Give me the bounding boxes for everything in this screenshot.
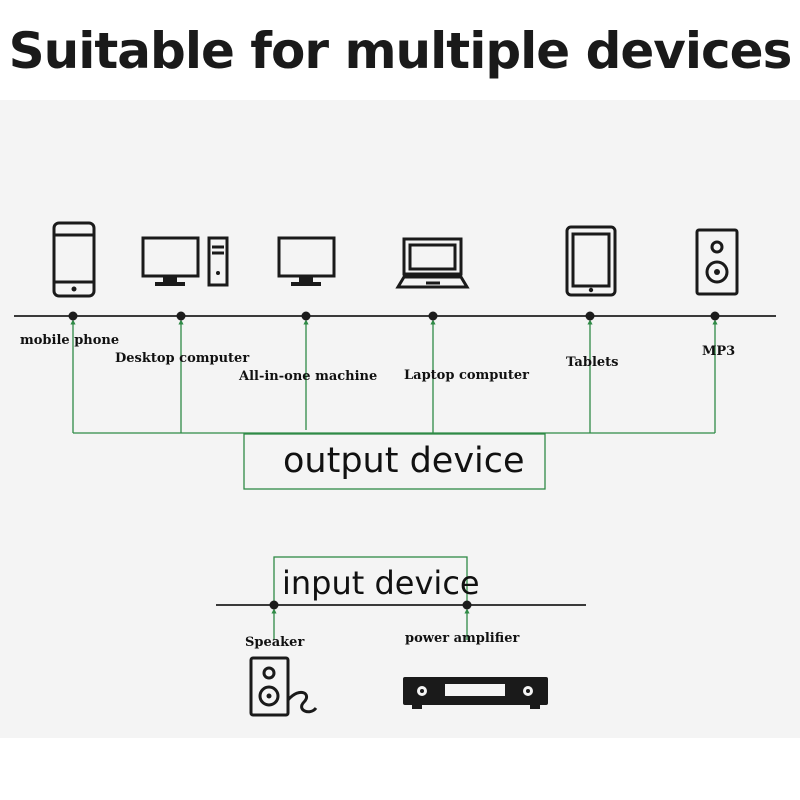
device-label-laptop: Laptop computer bbox=[404, 368, 529, 383]
device-label-mobile-phone: mobile phone bbox=[20, 333, 119, 348]
page-title: Suitable for multiple devices bbox=[8, 22, 793, 80]
output-device-label: output device bbox=[283, 441, 525, 481]
speaker-icon bbox=[695, 228, 739, 296]
all-in-one-icon bbox=[277, 236, 336, 286]
power-amplifier-icon bbox=[403, 677, 548, 709]
output-wires bbox=[70, 319, 718, 490]
mobile-phone-icon bbox=[52, 221, 96, 298]
input-device-label: input device bbox=[282, 564, 480, 602]
tablet-icon bbox=[565, 225, 617, 297]
laptop-icon bbox=[395, 237, 470, 289]
speaker-cable-icon bbox=[249, 656, 318, 717]
desktop-computer-icon bbox=[141, 236, 229, 287]
device-label-tablets: Tablets bbox=[566, 355, 618, 370]
output-nodes bbox=[68, 311, 720, 321]
diagram-panel bbox=[0, 100, 800, 738]
device-label-all-in-one: All-in-one machine bbox=[238, 369, 377, 384]
device-label-desktop-computer: Desktop computer bbox=[115, 351, 249, 366]
device-label-speaker: Speaker bbox=[245, 635, 304, 650]
device-label-mp3: MP3 bbox=[702, 344, 735, 359]
device-label-power-amplifier: power amplifier bbox=[405, 631, 519, 646]
input-nodes bbox=[269, 600, 472, 610]
